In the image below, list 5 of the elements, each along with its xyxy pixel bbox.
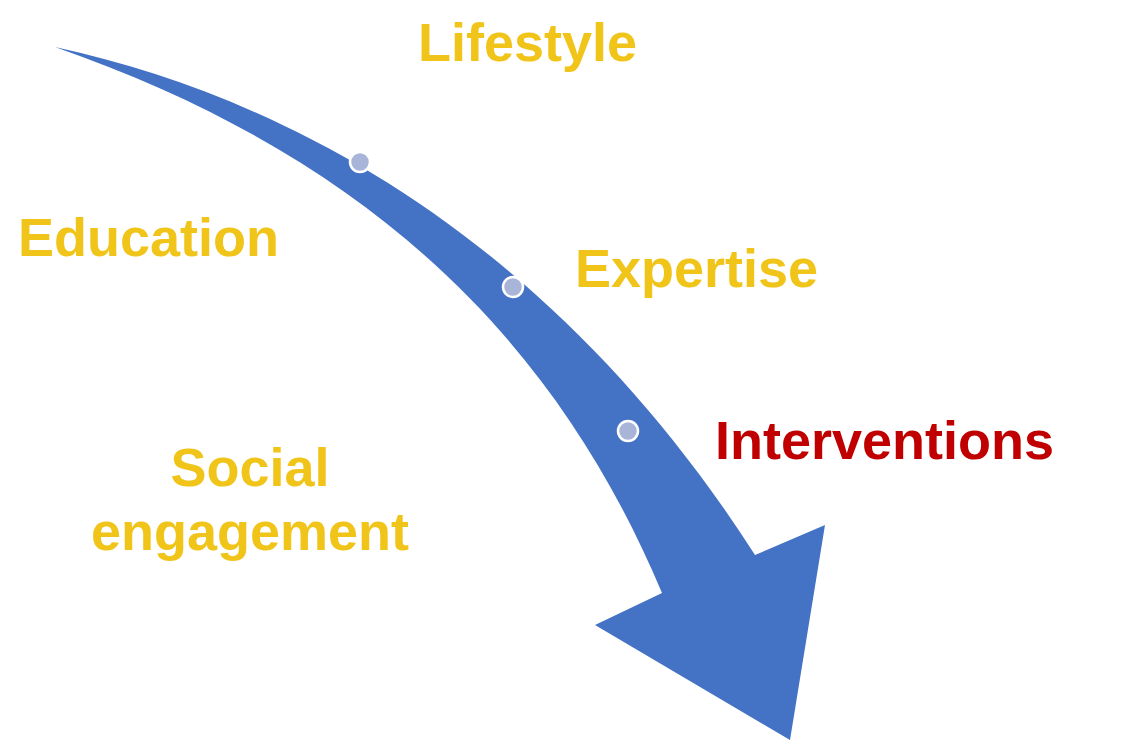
category-label: Education	[18, 206, 279, 269]
category-label: Social engagement	[89, 436, 411, 563]
category-label: Lifestyle	[418, 11, 638, 74]
category-label: Interventions	[715, 409, 1055, 472]
category-label: Expertise	[575, 237, 819, 300]
